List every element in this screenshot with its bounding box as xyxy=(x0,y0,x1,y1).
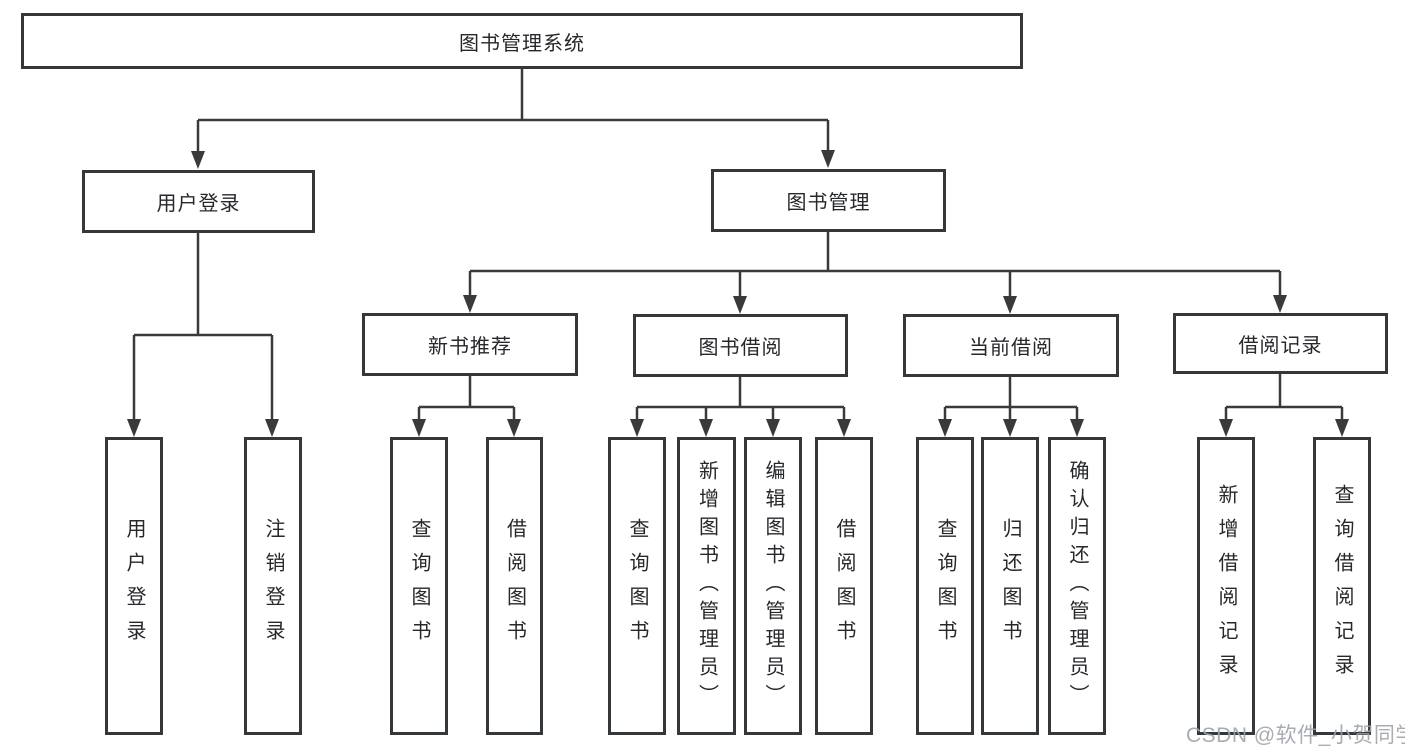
leaf-return-book: 归还图书 xyxy=(981,437,1039,735)
csdn-watermark: CSDN @软件_小贺同学 xyxy=(1186,724,1405,747)
leaf-query-book-current-label: 查询图书 xyxy=(934,518,956,654)
leaf-borrow-book-borrowing: 借阅图书 xyxy=(815,437,873,735)
node-book-borrowing: 图书借阅 xyxy=(633,314,848,377)
leaf-edit-book-admin: 编辑图书（管理员） xyxy=(744,437,802,735)
node-borrowing-records: 借阅记录 xyxy=(1173,313,1388,374)
leaf-add-book-admin: 新增图书（管理员） xyxy=(677,437,736,735)
leaf-logout-label: 注销登录 xyxy=(262,518,284,654)
leaf-query-borrow-record: 查询借阅记录 xyxy=(1313,437,1371,735)
node-new-book-recommend-label: 新书推荐 xyxy=(428,336,512,358)
leaf-return-book-label: 归还图书 xyxy=(999,518,1021,654)
node-borrowing-records-label: 借阅记录 xyxy=(1238,335,1323,357)
leaf-add-borrow-record-label: 新增借阅记录 xyxy=(1215,484,1237,688)
leaf-user-login-label: 用户登录 xyxy=(123,518,145,654)
node-root-library-system: 图书管理系统 xyxy=(21,13,1023,69)
leaf-add-book-admin-label: 新增图书（管理员） xyxy=(695,460,718,712)
leaf-query-book-borrowing-label: 查询图书 xyxy=(626,518,648,654)
leaf-logout: 注销登录 xyxy=(244,437,302,735)
leaf-user-login: 用户登录 xyxy=(105,437,163,735)
leaf-query-book-recommend: 查询图书 xyxy=(390,437,448,735)
node-current-borrowing-label: 当前借阅 xyxy=(969,337,1053,359)
leaf-borrow-book-borrowing-label: 借阅图书 xyxy=(833,518,855,654)
leaf-confirm-return-admin: 确认归还（管理员） xyxy=(1048,437,1106,735)
leaf-borrow-book-recommend: 借阅图书 xyxy=(486,437,543,735)
leaf-query-borrow-record-label: 查询借阅记录 xyxy=(1331,484,1353,688)
node-book-management: 图书管理 xyxy=(711,169,946,232)
node-current-borrowing: 当前借阅 xyxy=(903,314,1119,377)
leaf-query-book-current: 查询图书 xyxy=(916,437,974,735)
leaf-add-borrow-record: 新增借阅记录 xyxy=(1197,437,1255,735)
node-user-login-label: 用户登录 xyxy=(156,193,241,215)
leaf-confirm-return-admin-label: 确认归还（管理员） xyxy=(1066,460,1088,712)
node-book-management-label: 图书管理 xyxy=(786,192,871,214)
leaf-edit-book-admin-label: 编辑图书（管理员） xyxy=(762,460,784,712)
leaf-borrow-book-recommend-label: 借阅图书 xyxy=(503,518,526,654)
node-user-login: 用户登录 xyxy=(82,170,315,233)
leaf-query-book-borrowing: 查询图书 xyxy=(608,437,666,735)
node-root-label: 图书管理系统 xyxy=(459,32,585,55)
node-new-book-recommend: 新书推荐 xyxy=(362,313,578,376)
leaf-query-book-recommend-label: 查询图书 xyxy=(408,518,430,654)
node-book-borrowing-label: 图书借阅 xyxy=(698,337,783,359)
